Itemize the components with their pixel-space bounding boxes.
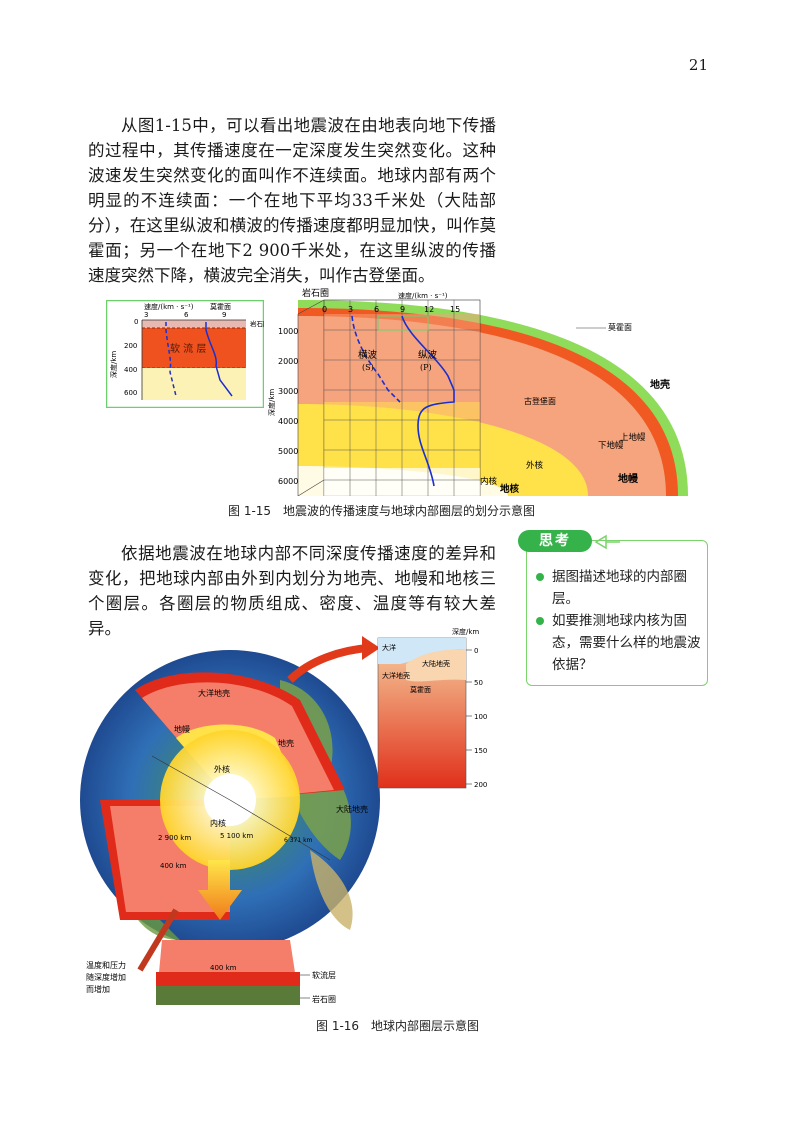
mantle-label: 地幔 — [618, 472, 639, 485]
lithosphere-label: 岩石圈 — [312, 994, 336, 1004]
globe-inner-core-label: 内核 — [210, 818, 226, 828]
temp-note-line-1: 温度和压力 — [86, 960, 126, 970]
s-wave-symbol: (S) — [362, 363, 374, 372]
think-item-1: 据图描述地球的内部圈层。 — [532, 566, 702, 610]
paragraph-layers: 依据地震波在地球内部不同深度传播速度的差异和变化，把地球内部由外到内划分为地壳、… — [88, 541, 496, 641]
main-speed-label: 速度/(km · s⁻¹) — [398, 291, 448, 300]
inset-tick-2: 100 — [474, 713, 487, 721]
main-tick-x-3: 9 — [400, 305, 405, 314]
inset-tick-0: 0 — [474, 647, 478, 655]
globe-mantle-label: 地幔 — [174, 724, 190, 734]
main-tick-x-1: 3 — [348, 305, 353, 314]
small-speed-label: 速度/(km · s⁻¹) — [144, 302, 194, 311]
inset-oceanic-crust-label: 大洋地壳 — [382, 671, 410, 680]
main-tick-y-3: 4000 — [278, 417, 298, 426]
p-wave-symbol: (P) — [420, 363, 432, 372]
main-tick-x-0: 0 — [322, 305, 327, 314]
seismic-small-chart: 速度/(km · s⁻¹) 莫霍面 3 6 9 0 200 400 600 深度… — [105, 299, 270, 409]
main-tick-x-4: 12 — [424, 305, 434, 314]
inset-tick-1: 50 — [474, 679, 483, 687]
think-list: 据图描述地球的内部圈层。 如要推测地球内核为固态，需要什么样的地震波依据？ — [532, 566, 702, 676]
earth-interior-figure: 深度/km 大洋 大陆地壳 大洋地壳 莫霍面 0 50 100 150 200 … — [80, 620, 580, 1020]
globe-continental-crust-label: 大陆地壳 — [336, 804, 368, 814]
think-title: 思考 — [518, 530, 592, 552]
temp-note-line-3: 而增加 — [86, 984, 110, 994]
think-item-2-text: 如要推测地球内核为固态，需要什么样的地震波依据？ — [552, 613, 701, 673]
upper-mantle-label: 上地幔 — [620, 432, 646, 443]
inner-core-label: 内核 — [480, 476, 498, 487]
paragraph-discontinuity: 从图1-15中，可以看出地震波在由地表向地下传播的过程中，其传播速度在一定深度发… — [88, 113, 496, 288]
paragraph-2-text: 依据地震波在地球内部不同深度传播速度的差异和变化，把地球内部由外到内划分为地壳、… — [88, 544, 496, 638]
think-item-2: 如要推测地球内核为固态，需要什么样的地震波依据？ — [532, 610, 702, 676]
main-depth-label: 深度/km — [268, 389, 276, 416]
core-label: 地核 — [500, 483, 520, 495]
small-tick-y-0: 0 — [134, 318, 138, 326]
small-moho-label: 莫霍面 — [210, 302, 231, 311]
main-moho-label: 莫霍面 — [608, 322, 632, 332]
globe-400km: 400 km — [160, 862, 187, 870]
asthenosphere-label: 软流层 — [312, 970, 336, 980]
bullet-icon — [536, 573, 544, 581]
inset-depth-label: 深度/km — [452, 627, 479, 636]
gutenberg-label: 古登堡面 — [524, 396, 556, 406]
small-tick-y-3: 600 — [124, 389, 137, 397]
small-tick-y-2: 400 — [124, 366, 137, 374]
inset-tick-3: 150 — [474, 747, 487, 755]
small-tick-y-1: 200 — [124, 342, 137, 350]
main-tick-y-5: 6000 — [278, 477, 298, 486]
think-item-1-text: 据图描述地球的内部圈层。 — [552, 569, 687, 607]
globe-crust-label: 地壳 — [278, 738, 294, 748]
s-wave-label: 横波 — [358, 349, 378, 361]
outer-core-label: 外核 — [526, 460, 544, 471]
main-tick-y-0: 1000 — [278, 327, 298, 336]
main-lithosphere-label: 岩石圈 — [302, 287, 329, 299]
small-depth-label: 深度/km — [109, 351, 118, 378]
page-number: 21 — [688, 56, 708, 74]
main-tick-y-4: 5000 — [278, 447, 298, 456]
main-tick-y-2: 3000 — [278, 387, 298, 396]
temp-note-line-2: 随深度增加 — [86, 972, 126, 982]
small-tick-x-2: 9 — [222, 311, 226, 319]
inset-tick-4: 200 — [474, 781, 487, 789]
crust-label: 地壳 — [650, 378, 670, 391]
block-400km: 400 km — [210, 964, 237, 972]
figure-1-16-caption: 图 1-16 地球内部圈层示意图 — [316, 1019, 480, 1033]
main-tick-y-1: 2000 — [278, 357, 298, 366]
globe-6371km: 6 371 km — [284, 837, 313, 844]
globe-outer-core-label: 外核 — [214, 764, 230, 774]
main-tick-x-5: 15 — [450, 305, 460, 314]
small-tick-x-0: 3 — [144, 311, 148, 319]
inset-ocean-label: 大洋 — [382, 643, 396, 652]
paragraph-1-text: 从图1-15中，可以看出地震波在由地表向地下传播的过程中，其传播速度在一定深度发… — [88, 116, 496, 285]
bullet-icon — [536, 617, 544, 625]
globe-oceanic-crust-label: 大洋地壳 — [198, 688, 230, 698]
seismic-main-chart: 岩石圈 速度/(km · s⁻¹) 0 3 6 9 12 15 1000 200… — [267, 286, 700, 497]
figure-1-15-caption: 图 1-15 地震波的传播速度与地球内部圈层的划分示意图 — [228, 504, 536, 518]
main-tick-x-2: 6 — [374, 305, 379, 314]
p-wave-label: 纵波 — [418, 349, 438, 361]
think-box — [526, 540, 708, 686]
globe-2900km: 2 900 km — [158, 834, 191, 842]
small-tick-x-1: 6 — [184, 311, 189, 319]
inset-continental-crust-label: 大陆地壳 — [422, 659, 450, 668]
small-lithosphere-label: 岩石圈 — [250, 319, 264, 328]
inset-moho-label: 莫霍面 — [410, 685, 431, 694]
lower-mantle-label: 下地幔 — [598, 440, 624, 451]
think-arrow-icon — [594, 534, 620, 550]
small-asthenosphere-label: 软 流 层 — [170, 342, 206, 355]
globe-5100km: 5 100 km — [220, 832, 253, 840]
